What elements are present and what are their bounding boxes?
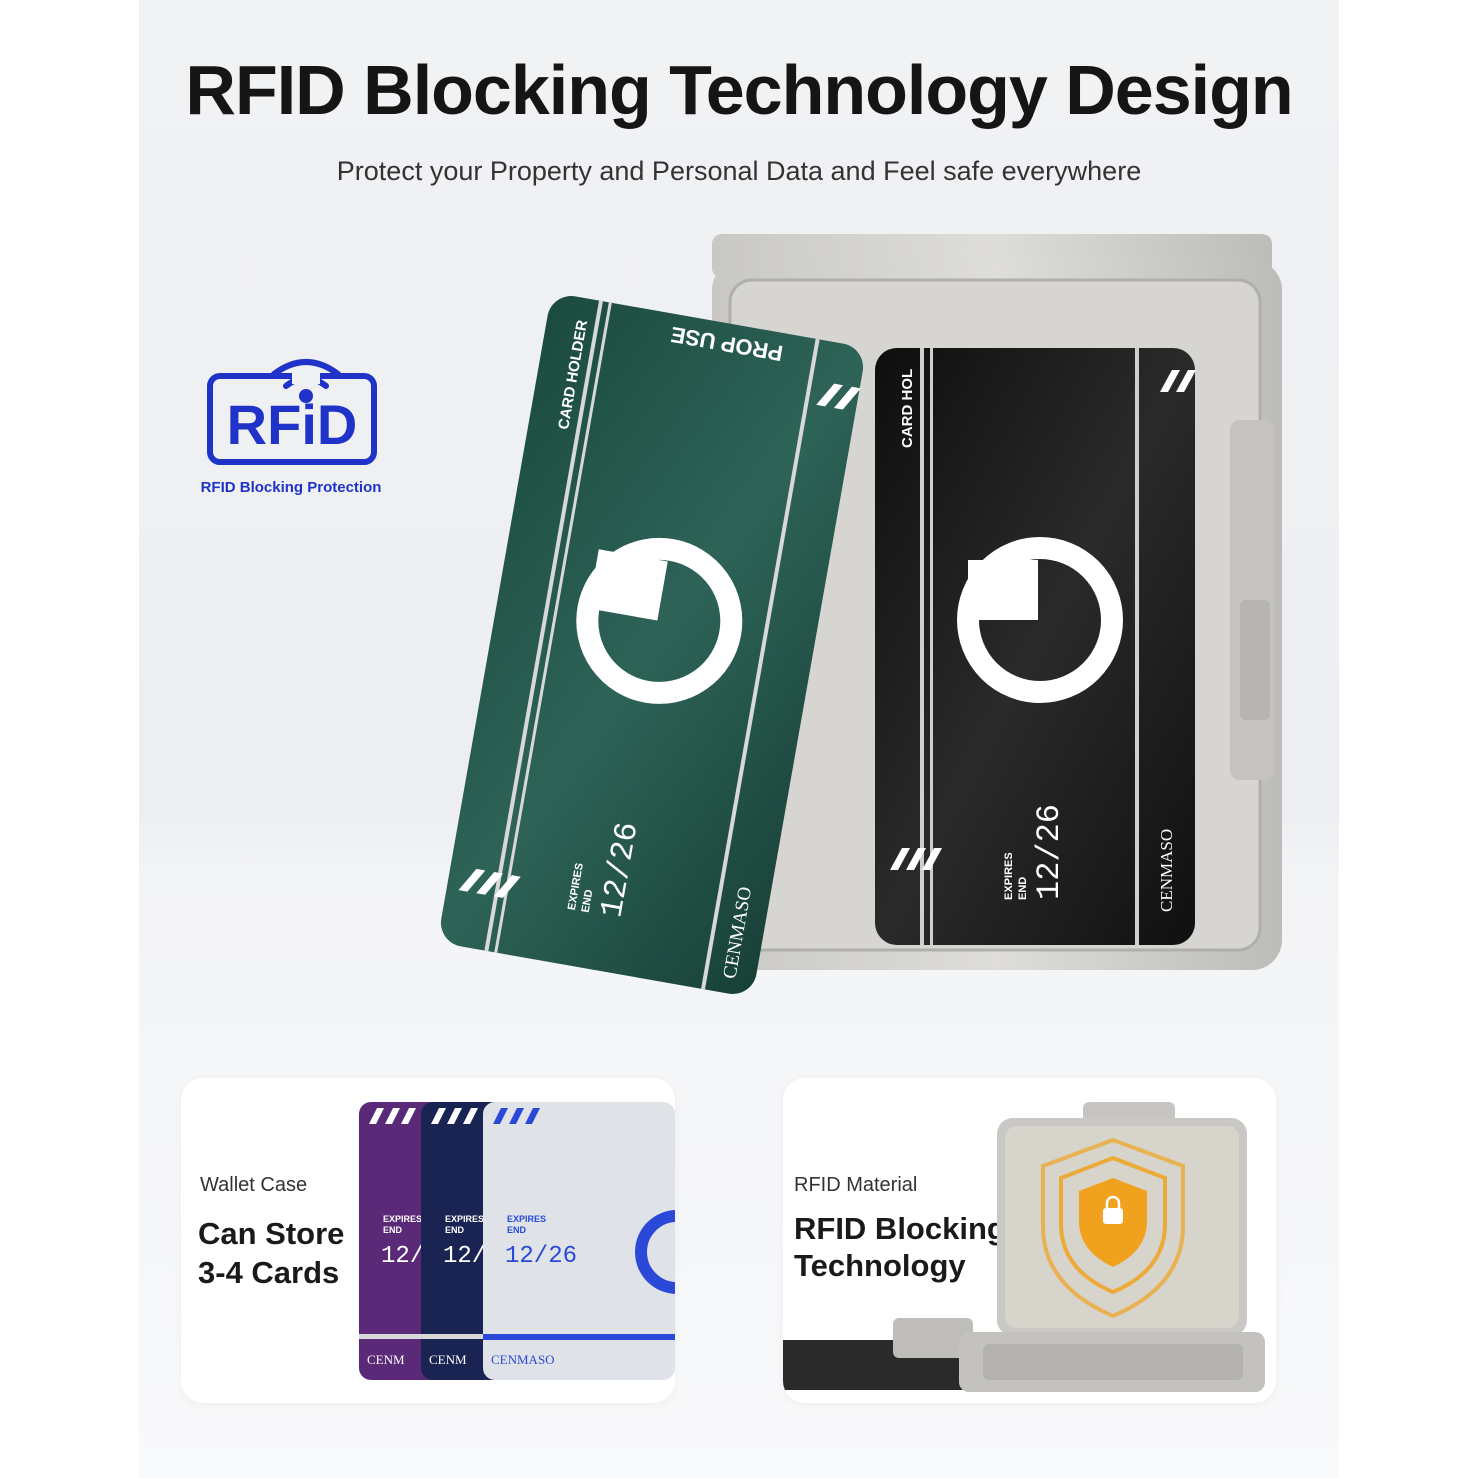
material-line2: Technology bbox=[794, 1248, 966, 1283]
stack-card1-brand: CENM bbox=[367, 1352, 405, 1367]
material-line1: RFID Blocking bbox=[794, 1211, 1006, 1246]
wallet-case-illustration: CARD HOL EXPIRES END 12/26 CENMASO CARD … bbox=[440, 234, 1282, 994]
stack-card3-expires: EXPIRES bbox=[507, 1214, 546, 1224]
capacity-label: Wallet Case bbox=[200, 1174, 308, 1196]
stack-card2-expires: EXPIRES bbox=[445, 1214, 484, 1224]
back-card-side-text: CARD HOL bbox=[899, 369, 916, 448]
back-card-expires: EXPIRES bbox=[1003, 852, 1015, 900]
stack-card3-expiry: 12/26 bbox=[505, 1243, 577, 1270]
card-stack-illustration: EXPIRES END 12/ CENM EXPIRES END 12/ CEN… bbox=[359, 1102, 675, 1380]
material-label: RFID Material bbox=[794, 1174, 918, 1196]
lock-icon bbox=[1103, 1195, 1123, 1224]
stack-card2-brand: CENM bbox=[429, 1352, 467, 1367]
material-heading: RFID Blocking Technology bbox=[794, 1210, 1006, 1284]
stack-card1-expiry: 12/ bbox=[381, 1243, 424, 1270]
feature-card-capacity: Wallet Case Can Store 3-4 Cards EXPIRES … bbox=[181, 1078, 675, 1403]
stack-card3-end: END bbox=[507, 1225, 527, 1235]
back-card-expiry: 12/26 bbox=[1031, 804, 1068, 900]
stack-card1-end: END bbox=[383, 1225, 403, 1235]
page-title: RFID Blocking Technology Design bbox=[185, 51, 1293, 129]
capacity-line1: Can Store bbox=[198, 1216, 345, 1251]
front-card-end: END bbox=[580, 889, 596, 914]
stack-card3-brand: CENMASO bbox=[491, 1352, 555, 1367]
back-card-end: END bbox=[1017, 877, 1029, 900]
back-card: CARD HOL EXPIRES END 12/26 CENMASO bbox=[875, 348, 1196, 945]
rfid-logo-icon: RFiD bbox=[207, 359, 377, 465]
rfid-material-illustration bbox=[783, 1102, 1265, 1392]
rfid-logo-text: RFiD bbox=[227, 393, 358, 456]
rfid-caption: RFID Blocking Protection bbox=[200, 479, 382, 496]
page-subtitle: Protect your Property and Personal Data … bbox=[336, 156, 1142, 186]
capacity-heading: Can Store 3-4 Cards bbox=[198, 1214, 344, 1292]
stack-card1-expires: EXPIRES bbox=[383, 1214, 422, 1224]
back-card-brand: CENMASO bbox=[1157, 829, 1176, 912]
capacity-line2: 3-4 Cards bbox=[198, 1255, 340, 1290]
feature-card-material: RFID Material RFID Blocking Technology bbox=[783, 1078, 1276, 1403]
stack-card2-end: END bbox=[445, 1225, 465, 1235]
stack-card2-expiry: 12/ bbox=[443, 1243, 486, 1270]
